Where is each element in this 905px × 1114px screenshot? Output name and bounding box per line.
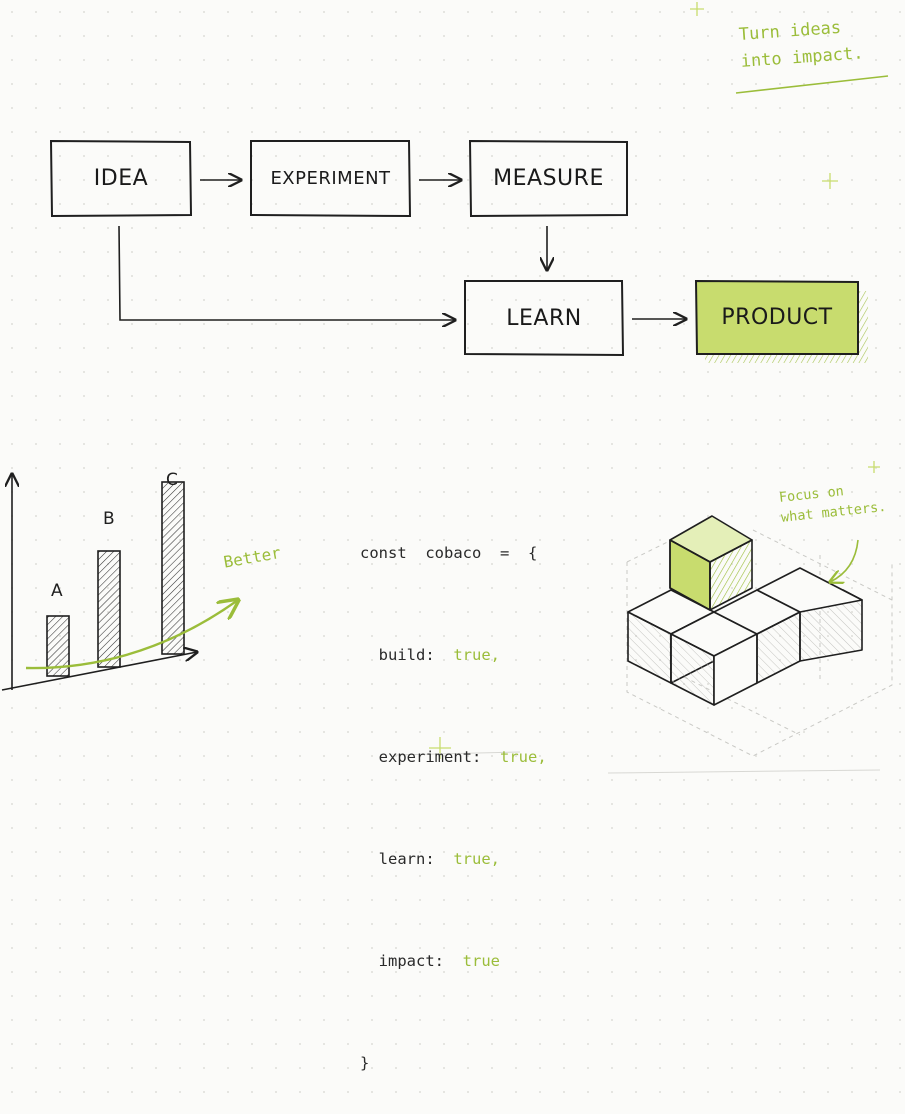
flow-label-product: PRODUCT: [721, 305, 833, 330]
bar-label-b: B: [103, 509, 115, 529]
code-line-impact: impact: true: [360, 944, 547, 978]
bar-b: [97, 550, 121, 668]
bar-c: [161, 481, 185, 655]
flow-label-learn: LEARN: [506, 305, 582, 331]
bar-a: [46, 615, 70, 677]
sketch-canvas: [1, 2, 893, 774]
tagline-underline: [735, 75, 889, 94]
bar-label-c: C: [166, 470, 178, 490]
code-key: experiment:: [378, 748, 482, 766]
bar-label-a: A: [51, 581, 63, 601]
x-axis: [1, 652, 197, 691]
product-fill: [697, 282, 858, 354]
code-open: const cobaco = {: [360, 544, 538, 562]
focus-arrow: [830, 539, 859, 582]
better-trend-curve: [25, 600, 238, 670]
code-value: true: [462, 952, 500, 970]
box-idea: [49, 139, 193, 218]
bar-chart: [1, 474, 238, 691]
code-key: build:: [378, 646, 435, 664]
code-block: const cobaco = { build: true, experiment…: [360, 468, 547, 1114]
code-line-experiment: experiment: true,: [360, 740, 547, 774]
box-product: [694, 279, 859, 355]
code-key: learn:: [378, 850, 435, 868]
flow-boxes: [49, 139, 628, 357]
flow-label-idea: IDEA: [93, 166, 149, 191]
code-close: }: [360, 1054, 370, 1072]
code-value: true,: [453, 646, 501, 664]
sparkle-decorations: [429, 2, 880, 759]
isometric-blocks: [626, 515, 893, 757]
box-experiment: [250, 140, 412, 218]
tagline: Turn ideas into impact.: [738, 12, 891, 76]
flow-label-experiment: EXPERIMENT: [270, 168, 391, 189]
flow-label-measure: MEASURE: [493, 166, 604, 191]
code-line-build: build: true,: [360, 638, 547, 672]
code-line-learn: learn: true,: [360, 842, 547, 876]
box-measure: [468, 139, 628, 218]
box-learn: [464, 280, 625, 357]
code-key: impact:: [378, 952, 444, 970]
arrow-idea-to-learn: [118, 225, 455, 320]
code-value: true,: [500, 748, 547, 766]
code-value: true,: [453, 850, 501, 868]
